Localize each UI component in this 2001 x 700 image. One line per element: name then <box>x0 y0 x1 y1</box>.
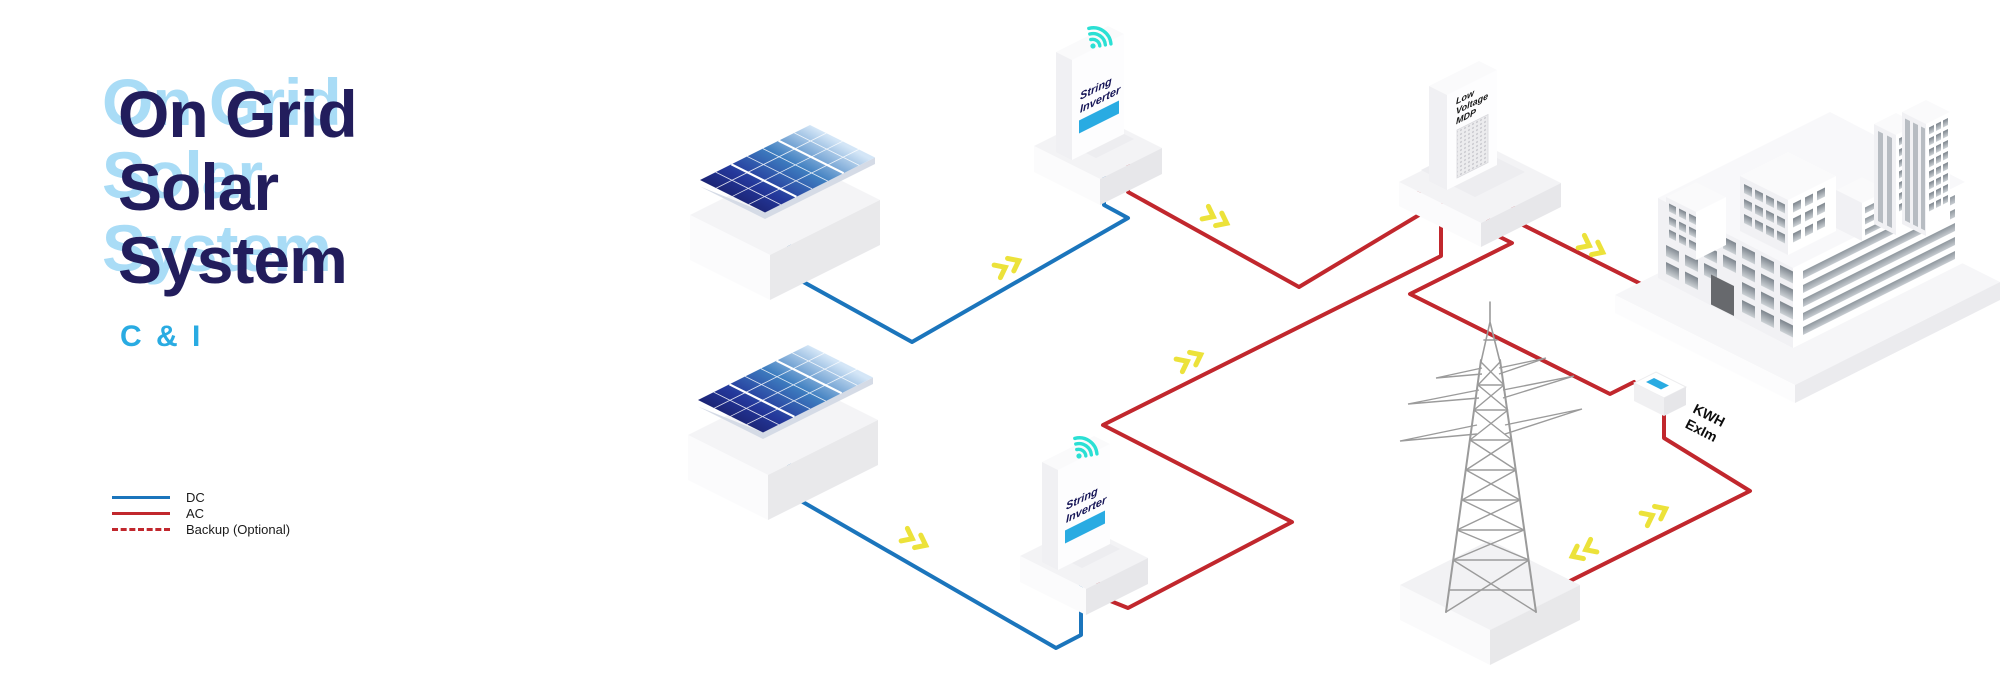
string-inverter-2 <box>1020 433 1148 615</box>
legend-label-backup: Backup (Optional) <box>186 521 291 537</box>
title-line-3-shadow: System <box>102 211 332 285</box>
dc-line-swatch <box>112 495 170 499</box>
legend-item-dc: DC <box>112 489 290 505</box>
low-voltage-mdp: Low Voltage MDP <box>1399 61 1561 247</box>
commercial-building <box>1615 100 2000 403</box>
kwh-export-import-meter: KWH ExIm <box>1632 371 1728 445</box>
legend-label-dc: DC <box>186 489 205 505</box>
chevron-flow-arrow <box>1569 539 1597 562</box>
ac-line-swatch <box>112 511 170 515</box>
grid-transmission-tower <box>1399 301 1583 665</box>
building-entrance-door <box>1711 274 1734 316</box>
page-title-shadow: On Grid Solar System <box>102 65 342 285</box>
wiring <box>763 149 1752 650</box>
legend-label-ac: AC <box>186 505 205 521</box>
backup-line-swatch <box>112 527 170 531</box>
energy-flow-arrows <box>901 206 1669 562</box>
meter-screen <box>1646 378 1669 390</box>
legend-item-ac: AC <box>112 505 290 521</box>
chevron-flow-arrow <box>901 528 929 551</box>
chevron-flow-arrow <box>1202 206 1230 229</box>
title-line-1-shadow: On Grid <box>102 65 342 139</box>
chevron-flow-arrow <box>1641 502 1669 525</box>
title-line-1: On Grid <box>118 77 358 151</box>
legend: DC AC Backup (Optional) <box>112 489 290 537</box>
title-line-2: Solar <box>118 150 279 224</box>
ac-line-inverter2-to-mdp <box>1096 203 1443 610</box>
legend-item-backup: Backup (Optional) <box>112 521 290 537</box>
subtitle-c-and-i: C & I <box>120 320 204 353</box>
solar-panel-1 <box>688 123 882 302</box>
page-title-text: On Grid Solar System <box>118 77 358 297</box>
title-line-3: System <box>118 223 348 297</box>
chevron-flow-arrow <box>994 254 1022 277</box>
chevron-flow-arrow <box>1176 348 1204 371</box>
title-line-2-shadow: Solar <box>102 138 263 212</box>
solar-panel-2 <box>686 343 880 522</box>
string-inverter-1 <box>1034 23 1162 205</box>
building-louver-windows <box>1803 195 1955 336</box>
